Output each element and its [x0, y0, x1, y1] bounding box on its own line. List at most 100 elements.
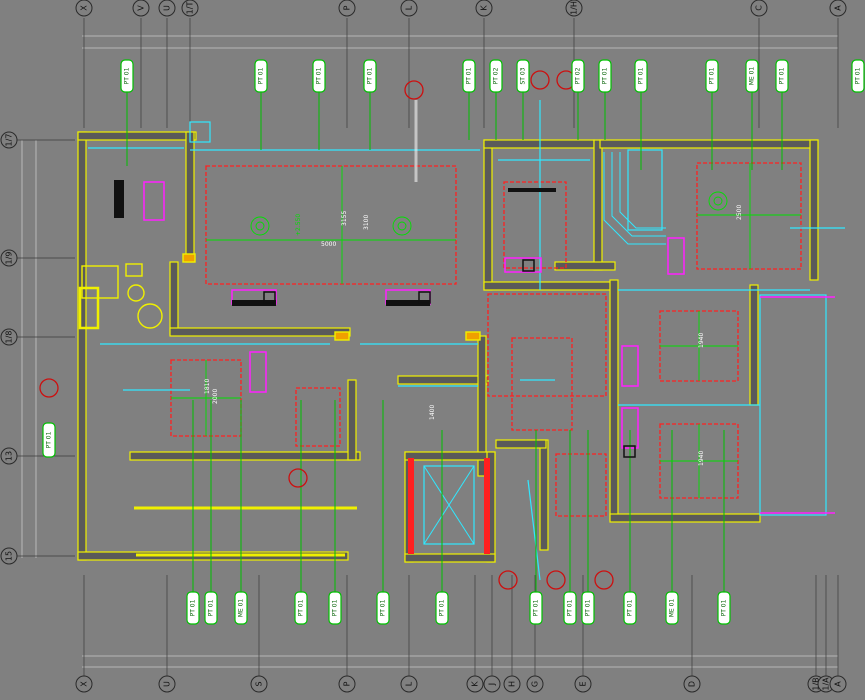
- material-tag: [120, 59, 134, 93]
- material-tag: [254, 59, 268, 93]
- lift-core: [408, 458, 490, 554]
- axis-bubble: [829, 675, 847, 693]
- axis-label: V: [137, 5, 146, 11]
- axis-bubble: [250, 675, 268, 693]
- material-tag: [775, 59, 789, 93]
- axis-label: L: [405, 5, 414, 10]
- cyan-lines: [88, 100, 845, 581]
- axis-bubble: [400, 675, 418, 693]
- material-tag: [186, 591, 200, 625]
- material-tag-label: ST 03: [520, 67, 527, 84]
- material-tag: [571, 59, 585, 93]
- hall-level-label: +2.550: [295, 214, 302, 236]
- material-tag: [745, 59, 759, 93]
- axis-bubble: [158, 0, 176, 17]
- axis-label: 1/A: [822, 677, 831, 691]
- material-tag-label: ME 01: [749, 67, 756, 86]
- axis-label: X: [80, 5, 89, 11]
- axis-bubble: [0, 249, 18, 267]
- material-tag: [234, 591, 248, 625]
- axis-bubble: [181, 0, 199, 17]
- material-tag-label: PT 01: [332, 599, 339, 616]
- axis-label: E: [579, 681, 588, 686]
- hall-center-dim: 3100: [363, 215, 370, 230]
- material-tag: [489, 59, 503, 93]
- material-tag-label: PT 01: [439, 599, 446, 616]
- material-tag: [851, 59, 865, 93]
- axis-label: G: [531, 681, 540, 687]
- axis-label: C: [755, 5, 764, 11]
- room-dimensions: 5000 3155 +2.550 3100 1810 2000 2500 194…: [204, 205, 743, 466]
- material-tag: [634, 59, 648, 93]
- material-tag-label: ME 01: [669, 599, 676, 618]
- axis-label: 1/9: [5, 252, 14, 265]
- axis-label: 1/B: [812, 677, 821, 690]
- material-tag-label: PT 01: [380, 599, 387, 616]
- material-tag-label: PT 01: [721, 599, 728, 616]
- material-tag-label: PT 01: [298, 599, 305, 616]
- material-tag: [462, 59, 476, 93]
- axis-bubble: [0, 447, 18, 465]
- axis-label: X: [80, 681, 89, 687]
- material-tag: [376, 591, 390, 625]
- material-tag: [204, 591, 218, 625]
- material-tag-label: PT 01: [638, 67, 645, 84]
- left-room-dim: 1810: [204, 379, 211, 394]
- material-tag-label: PT 01: [124, 67, 131, 84]
- material-tag-label: PT 01: [190, 599, 197, 616]
- material-tag-label: PT 01: [602, 67, 609, 84]
- material-tag: [363, 59, 377, 93]
- material-tag: [665, 591, 679, 625]
- material-tag: [717, 591, 731, 625]
- material-tag-label: ME 01: [238, 599, 245, 618]
- leader-lines: [126, 92, 783, 592]
- axis-bubble: [829, 0, 847, 17]
- material-tag: [294, 591, 308, 625]
- material-tag-label: PT 01: [466, 67, 473, 84]
- material-tag: [623, 591, 637, 625]
- material-tag-label: PT 01: [585, 599, 592, 616]
- axis-bubble: [75, 675, 93, 693]
- axis-label: 13: [5, 451, 14, 461]
- axis-label: 1/8: [5, 331, 14, 344]
- material-tag-label: PT 01: [567, 599, 574, 616]
- axis-bubble: [683, 675, 701, 693]
- axis-label: J: [488, 683, 497, 686]
- material-tag-label: PT 01: [316, 67, 323, 84]
- material-tag: [705, 59, 719, 93]
- material-tag-label: PT 01: [533, 599, 540, 616]
- axis-bubble: [338, 675, 356, 693]
- material-tag-left: PT 01: [42, 422, 56, 458]
- axis-bubble: [503, 675, 521, 693]
- axis-bubble: [0, 547, 18, 565]
- right-low-dim: 1940: [698, 451, 705, 466]
- material-tag-label: PT 01: [367, 67, 374, 84]
- axis-bubble: [338, 0, 356, 17]
- material-tags-bottom: PT 01 PT 01 ME 01 PT 01 PT 01 PT 01 PT 01 PT 01…: [186, 591, 731, 625]
- material-tag: [328, 591, 342, 625]
- axis-label: 15: [5, 551, 14, 561]
- axis-label: P: [343, 681, 352, 686]
- material-tag: [516, 59, 530, 93]
- axis-label: U: [163, 681, 172, 687]
- axis-bubble: [526, 675, 544, 693]
- axis-label: H: [508, 681, 517, 687]
- material-tag-label: PT 01: [208, 599, 215, 616]
- axis-label: P: [343, 5, 352, 10]
- axis-label: K: [471, 681, 480, 687]
- tag-left-label: PT 01: [46, 431, 53, 448]
- yellow-elements: [78, 253, 481, 557]
- right-mid-dim: 1940: [698, 333, 705, 348]
- material-tag-label: PT 02: [575, 67, 582, 84]
- material-tag: [312, 59, 326, 93]
- axis-label: A: [834, 681, 843, 687]
- hall-depth-label: 3155: [341, 211, 348, 226]
- material-tag: [598, 59, 612, 93]
- axis-bubble: [400, 0, 418, 17]
- axis-label: 1/T: [186, 2, 195, 15]
- material-tag-label: PT 01: [627, 599, 634, 616]
